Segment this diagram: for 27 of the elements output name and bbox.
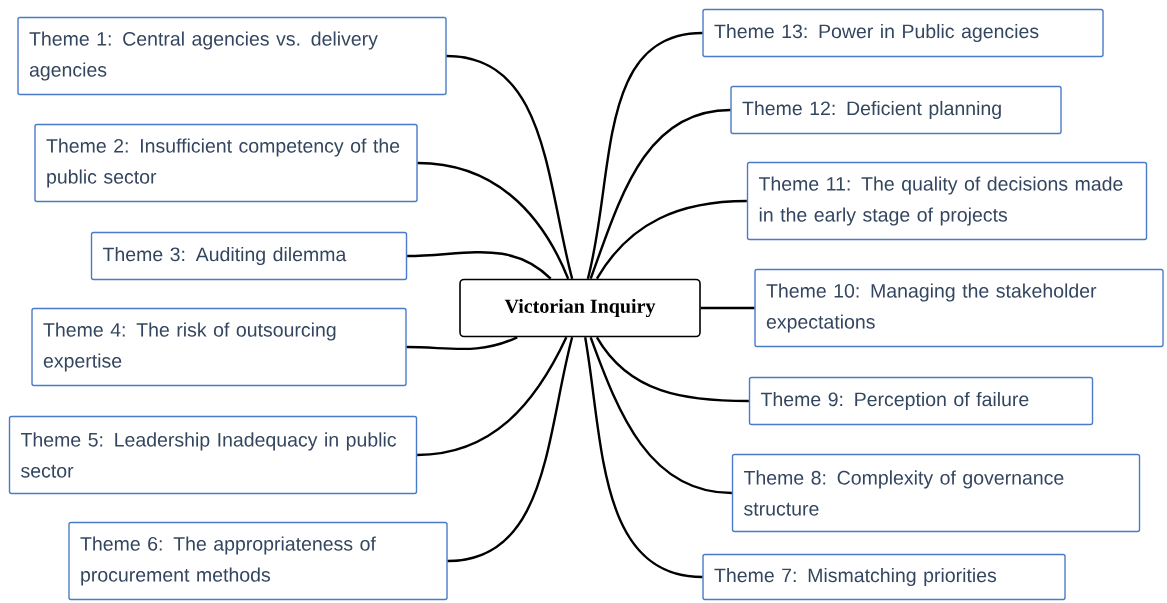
- central-topic-box: Victorian Inquiry: [459, 278, 701, 338]
- theme-box: Theme 5: Leadership Inadequacy in public sector: [8, 415, 418, 495]
- connector-curve: [700, 306, 755, 310]
- connector-curve: [589, 108, 731, 280]
- connector-curve: [447, 337, 574, 563]
- connector-curve: [584, 337, 703, 579]
- theme-box: Theme 11: The quality of decisions made in the early stage of projects: [746, 161, 1148, 241]
- theme-box: Theme 9: Perception of failure: [748, 376, 1094, 426]
- connector-curve: [586, 31, 703, 279]
- theme-box: Theme 1: Central agencies vs. delivery agencies: [17, 16, 447, 96]
- theme-box: Theme 4: The risk of outsourcing expertise: [31, 307, 407, 387]
- theme-box: Theme 8: Complexity of governance structure: [731, 453, 1141, 533]
- connector-curve: [446, 54, 574, 279]
- theme-box: Theme 3: Auditing dilemma: [90, 231, 408, 281]
- theme-box: Theme 7: Mismatching priorities: [702, 553, 1066, 601]
- theme-box: Theme 13: Power in Public agencies: [702, 8, 1104, 58]
- theme-box: Theme 6: The appropriateness of procurement methods: [68, 521, 448, 601]
- connector-curve: [589, 336, 732, 495]
- connector-curve: [407, 251, 552, 280]
- theme-box: Theme 10: Managing the stakeholder expectations: [754, 268, 1164, 348]
- connector-curve: [595, 199, 747, 280]
- connector-curve: [406, 336, 518, 351]
- connector-curve: [595, 336, 749, 403]
- connector-curve: [417, 336, 568, 457]
- theme-box: Theme 2: Insufficient competency of the public sector: [34, 123, 418, 203]
- connector-curve: [417, 161, 570, 280]
- theme-box: Theme 12: Deficient planning: [730, 85, 1062, 135]
